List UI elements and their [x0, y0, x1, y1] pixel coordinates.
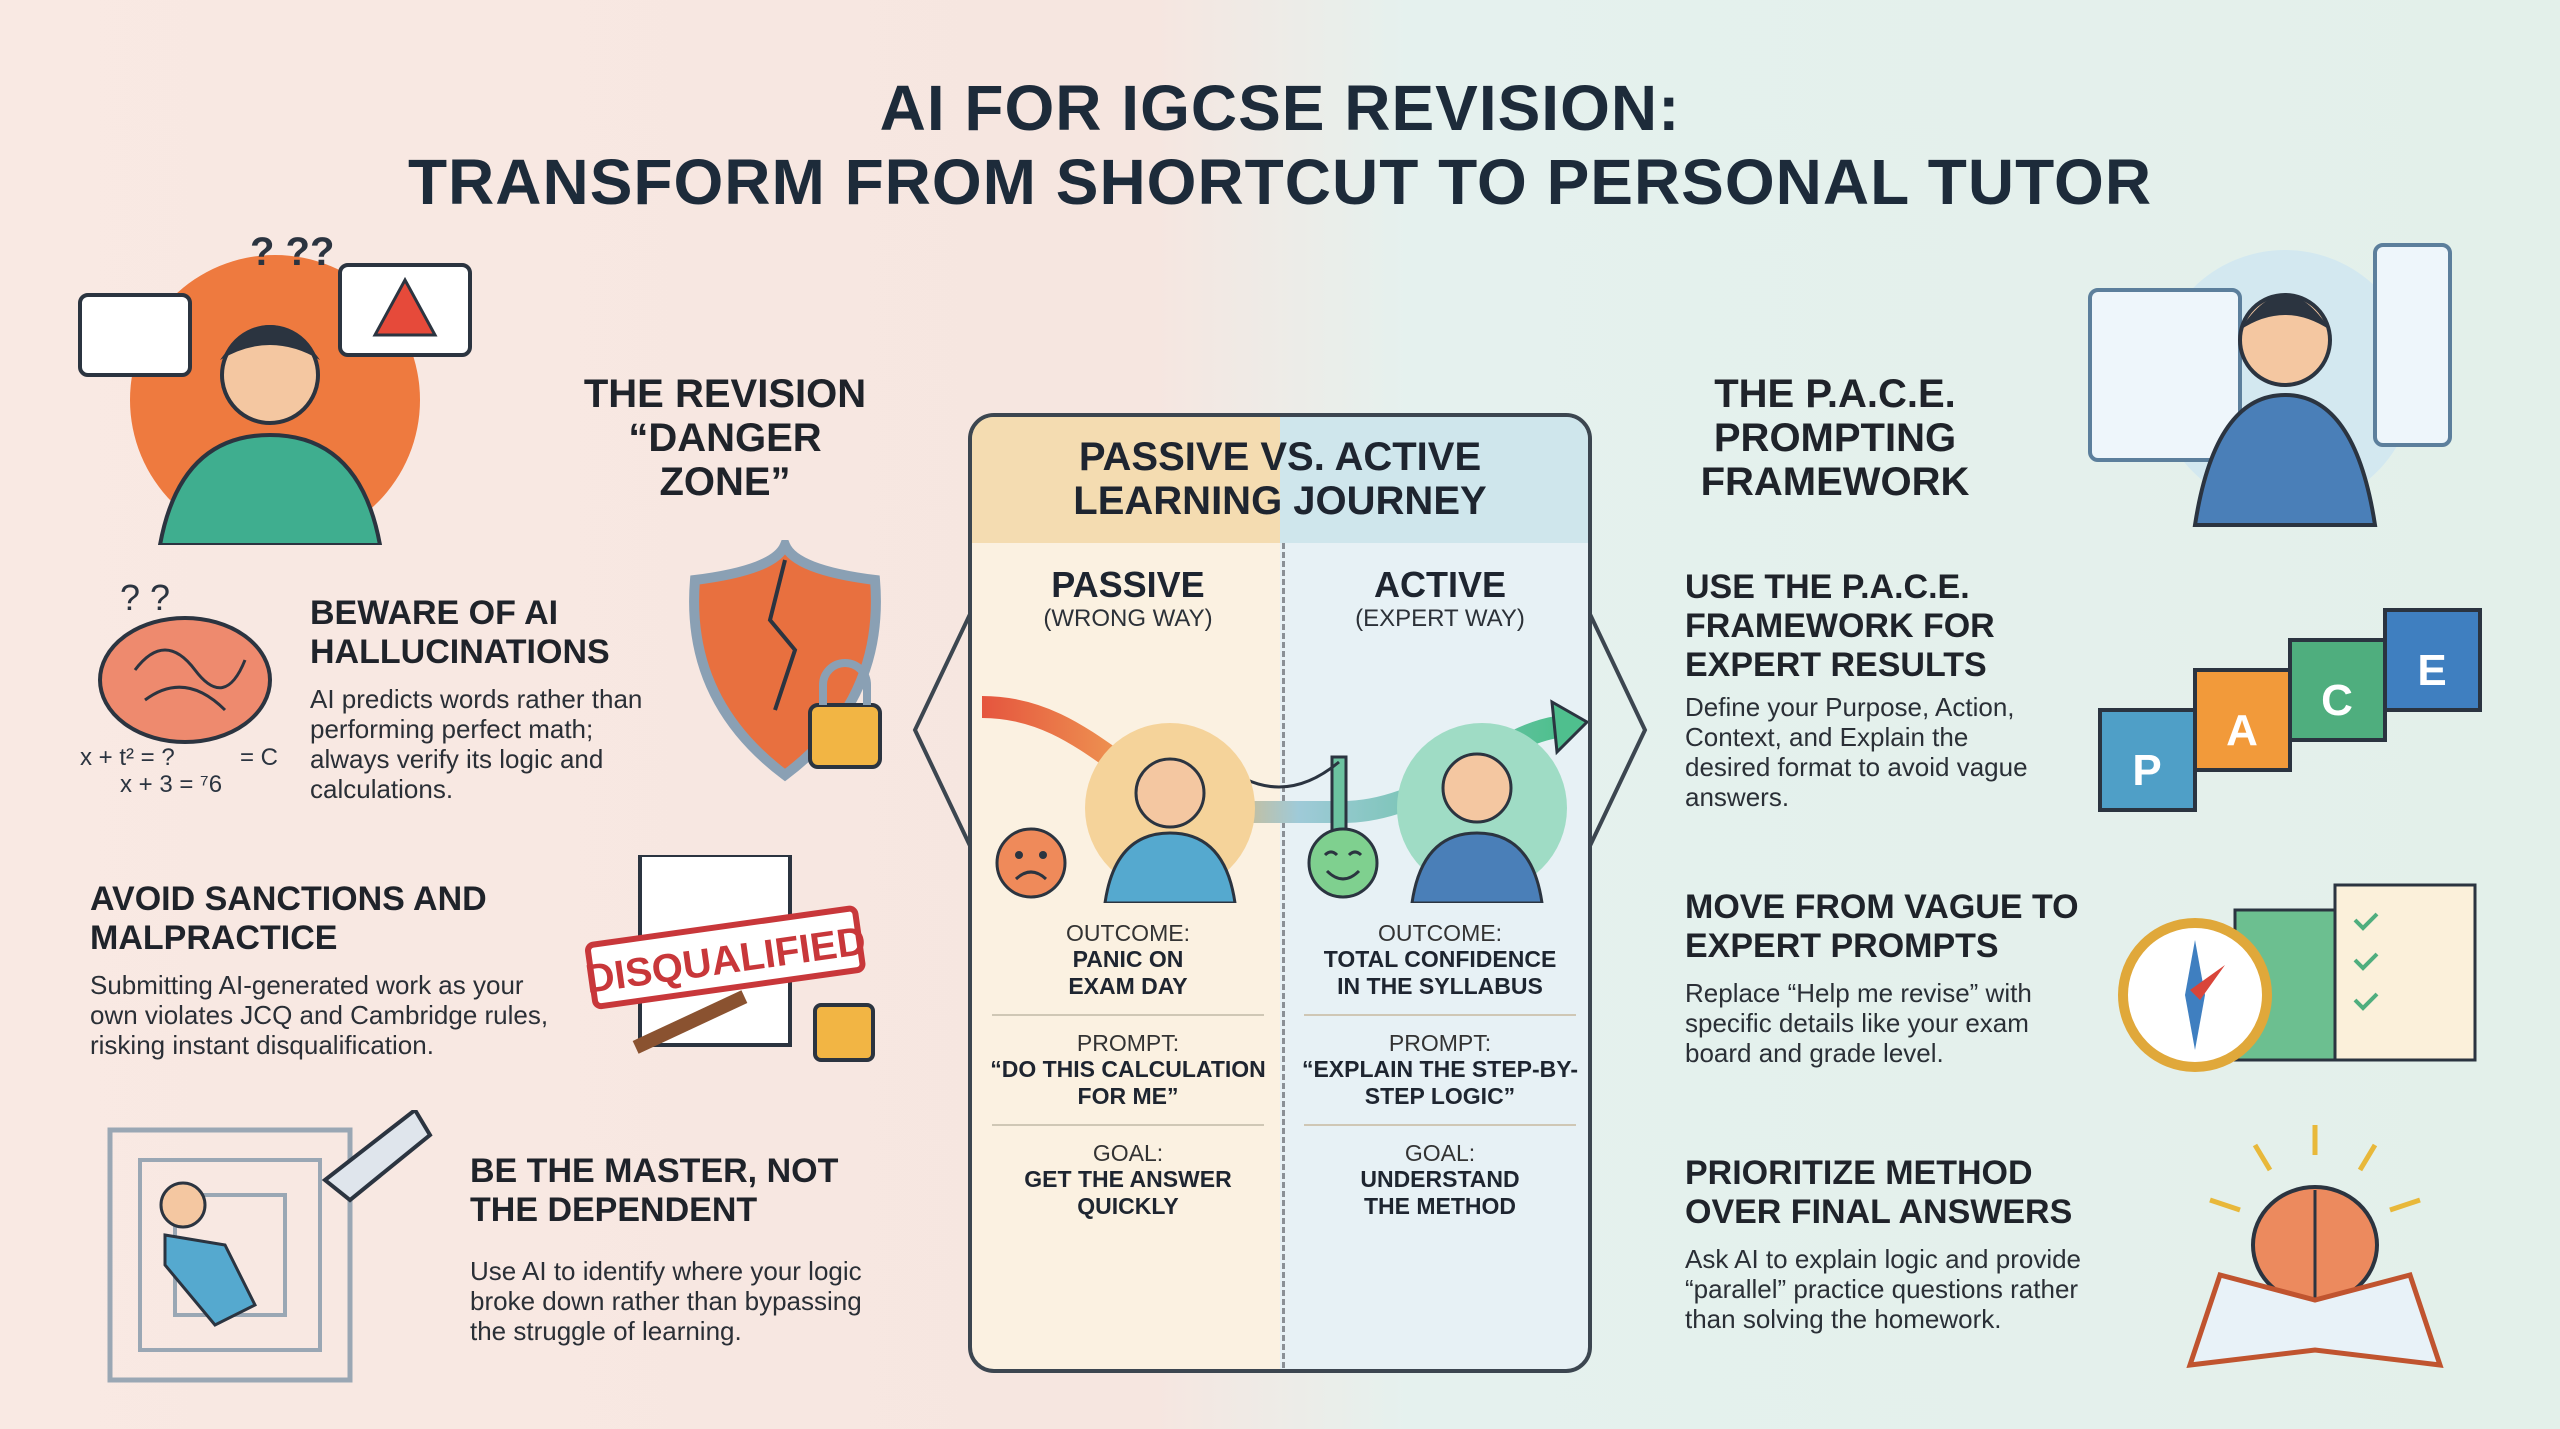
sanctions-heading: AVOID SANCTIONS AND MALPRACTICE	[90, 880, 487, 957]
svg-text:E: E	[2417, 646, 2446, 695]
passive-column: PASSIVE (WRONG WAY) OUTCOME: PANIC ON EX…	[972, 565, 1284, 1220]
active-label: ACTIVE	[1373, 564, 1506, 605]
passive-outcome: PANIC ON EXAM DAY	[1068, 946, 1188, 999]
happy-face-icon	[1307, 827, 1379, 899]
sad-face-icon	[995, 827, 1067, 899]
pace-cubes-icon: P A C E	[2098, 608, 2482, 812]
active-sublabel: (EXPERT WAY)	[1355, 605, 1525, 632]
master-body: Use AI to identify where your logic brok…	[470, 1256, 862, 1346]
tangled-brain-icon: ? ? x + t² = ? x + 3 = ⁷6 = C	[80, 577, 278, 795]
passive-sublabel: (WRONG WAY)	[1043, 605, 1213, 632]
prioritize-heading: PRIORITIZE METHOD OVER FINAL ANSWERS	[1685, 1154, 2073, 1231]
svg-text:C: C	[2321, 676, 2353, 725]
pace-use-body: Define your Purpose, Action, Context, an…	[1685, 692, 2028, 812]
column-divider	[1282, 543, 1285, 1369]
confident-student-icon	[1397, 723, 1568, 905]
pace-title: THE P.A.C.E. PROMPTING FRAMEWORK	[1680, 372, 1990, 504]
passive-label: PASSIVE	[1051, 564, 1205, 605]
passive-goal: GET THE ANSWER QUICKLY	[1024, 1166, 1232, 1219]
svg-text:? ??: ? ??	[250, 235, 334, 274]
passive-outcome-label: OUTCOME:	[1066, 920, 1190, 946]
active-outcome: TOTAL CONFIDENCE IN THE SYLLABUS	[1323, 946, 1557, 999]
hallucinations-heading: BEWARE OF AI HALLUCINATIONS	[310, 594, 610, 671]
journey-title-line2: LEARNING JOURNEY	[1073, 479, 1487, 523]
active-goal: UNDERSTAND THE METHOD	[1360, 1166, 1520, 1219]
cube-p: P	[2098, 708, 2197, 812]
pace-title-line1: THE P.A.C.E.	[1714, 372, 1956, 416]
passive-prompt-label: PROMPT:	[1076, 1030, 1180, 1056]
pace-title-line3: FRAMEWORK	[1700, 460, 1970, 504]
cube-c: C	[2288, 638, 2387, 742]
svg-text:A: A	[2226, 706, 2258, 755]
active-prompt: “EXPLAIN THE STEP-BY-STEP LOGIC”	[1301, 1056, 1579, 1109]
separator	[1304, 1124, 1576, 1126]
danger-zone-title-line1: THE REVISION	[583, 372, 867, 416]
panel-arrow-outline	[912, 609, 1648, 851]
page-subtitle: TRANSFORM FROM SHORTCUT TO PERSONAL TUTO…	[407, 146, 2153, 218]
tutor-with-screens-icon	[2088, 243, 2452, 527]
separator	[992, 1124, 1264, 1126]
svg-text:= C: = C	[240, 744, 278, 771]
master-heading: BE THE MASTER, NOT THE DEPENDENT	[470, 1152, 839, 1229]
broken-shield-lock-icon	[689, 540, 882, 782]
stressed-student-icon: ? ??	[78, 235, 472, 545]
active-outcome-label: OUTCOME:	[1378, 920, 1502, 946]
danger-zone-title-line2: “DANGER ZONE”	[628, 416, 822, 504]
pace-title-line2: PROMPTING	[1713, 416, 1957, 460]
journey-panel: PASSIVE VS. ACTIVE LEARNING JOURNEY PASS…	[968, 413, 1592, 1373]
svg-text:? ?: ? ?	[120, 577, 170, 618]
brain-book-icon	[2186, 1125, 2444, 1368]
page-title: AI FOR IGCSE REVISION:	[879, 72, 1681, 144]
maze-robot-hand-icon	[107, 1110, 433, 1383]
danger-zone-title: THE REVISION “DANGER ZONE”	[560, 372, 890, 504]
separator	[1304, 1014, 1576, 1016]
journey-title: PASSIVE VS. ACTIVE LEARNING JOURNEY	[972, 417, 1588, 543]
svg-text:x + t² = ?: x + t² = ?	[80, 744, 175, 771]
prioritize-body: Ask AI to explain logic and provide “par…	[1685, 1244, 2082, 1334]
svg-text:x + 3 = ⁷6: x + 3 = ⁷6	[120, 771, 222, 795]
active-prompt-label: PROMPT:	[1388, 1030, 1492, 1056]
hallucinations-body: AI predicts words rather than performing…	[310, 684, 643, 804]
active-column: ACTIVE (EXPERT WAY) OUTCOME: TOTAL CONFI…	[1284, 564, 1588, 1220]
pace-use-heading: USE THE P.A.C.E. FRAMEWORK FOR EXPERT RE…	[1685, 568, 1995, 684]
cube-a: A	[2193, 668, 2292, 772]
sanctions-body: Submitting AI-generated work as your own…	[90, 970, 549, 1060]
journey-title-line1: PASSIVE VS. ACTIVE	[1078, 435, 1482, 479]
vague-to-expert-heading: MOVE FROM VAGUE TO EXPERT PROMPTS	[1685, 888, 2079, 965]
separator	[992, 1014, 1264, 1016]
active-goal-label: GOAL:	[1404, 1140, 1476, 1166]
vague-to-expert-body: Replace “Help me revise” with specific d…	[1685, 978, 2032, 1068]
passive-goal-label: GOAL:	[1092, 1140, 1164, 1166]
disqualified-stamp-icon: DISQUALIFIED	[585, 855, 875, 1062]
svg-text:P: P	[2132, 746, 2161, 795]
cube-e: E	[2383, 608, 2482, 712]
panicked-student-icon	[1085, 723, 1256, 905]
compass-map-checklist-icon	[2118, 883, 2477, 1072]
passive-prompt: “DO THIS CALCULATION FOR ME”	[990, 1056, 1266, 1109]
